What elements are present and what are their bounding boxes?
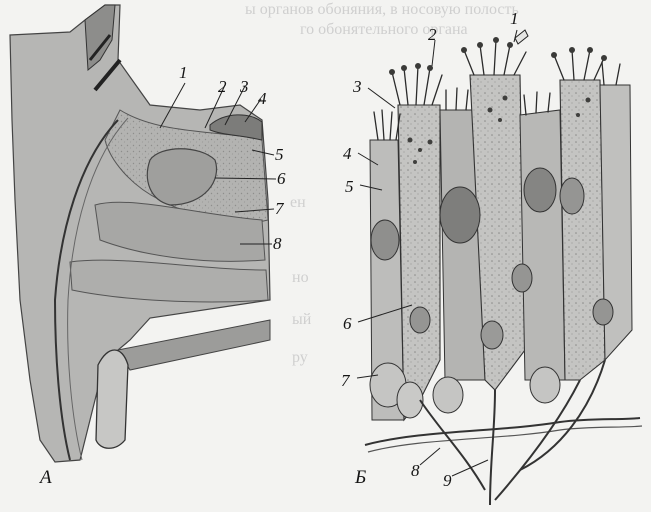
label-a-6: 6 (277, 170, 286, 187)
label-b-9: 9 (443, 472, 452, 489)
label-a-8: 8 (273, 235, 282, 252)
label-b-3: 3 (353, 78, 362, 95)
label-a-5: 5 (275, 146, 284, 163)
olfactory-knobs (389, 37, 607, 75)
nucleus (440, 187, 480, 243)
nucleus (524, 168, 556, 212)
epithelium-cell-6 (560, 80, 605, 380)
nucleus (560, 178, 584, 214)
nucleus (481, 321, 503, 349)
nucleus (410, 307, 430, 333)
label-b-2: 2 (428, 26, 437, 43)
label-b-4: 4 (343, 145, 352, 162)
label-a-3: 3 (240, 78, 249, 95)
label-b-1: 1 (510, 10, 519, 27)
basal-cell (433, 377, 463, 413)
panel-a-letter: А (40, 468, 52, 487)
epithelium-cell-2 (398, 105, 440, 420)
label-b-5: 5 (345, 178, 354, 195)
label-a-7: 7 (275, 200, 284, 217)
nucleus (593, 299, 613, 325)
epithelium-cell-5 (520, 110, 565, 380)
basement-fibre (368, 426, 642, 452)
label-b-7: 7 (341, 372, 350, 389)
label-a-1: 1 (179, 64, 188, 81)
label-a-2: 2 (218, 78, 227, 95)
panel-b-letter: Б (355, 468, 366, 487)
label-b-8: 8 (411, 462, 420, 479)
nucleus (512, 264, 532, 292)
label-b-6: 6 (343, 315, 352, 332)
basal-cell (397, 382, 423, 418)
nucleus (371, 220, 399, 260)
basement-fibre (365, 418, 640, 445)
basal-cell (530, 367, 560, 403)
label-a-4: 4 (258, 90, 267, 107)
